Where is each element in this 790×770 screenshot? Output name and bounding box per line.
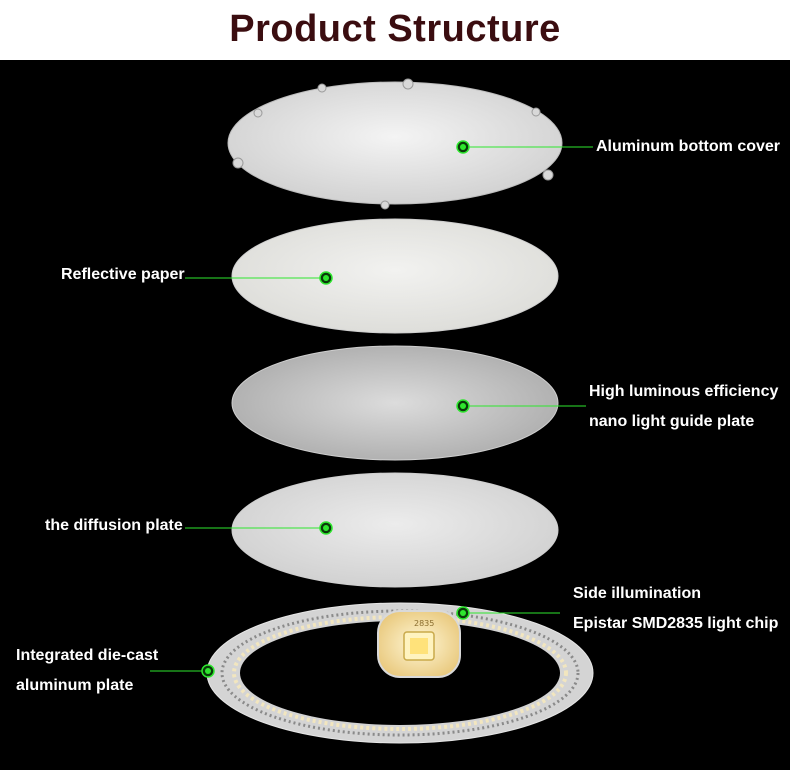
callout-dot-icon [456,606,470,620]
callout-dot-icon [319,271,333,285]
label-light-guide-line2: nano light guide plate [589,413,755,430]
label-die-cast-line2: aluminum plate [16,677,134,694]
label-die-cast-line1: Integrated die-cast [16,647,159,664]
page-title: Product Structure [229,8,561,50]
label-reflective-paper: Reflective paper [61,266,185,283]
callout-dot-icon [201,664,215,678]
label-light-guide-line1: High luminous efficiency [589,383,779,400]
label-aluminum-bottom-cover: Aluminum bottom cover [596,138,781,155]
callout-dot-icon [456,140,470,154]
mounting-tab-icons [232,78,554,210]
chip-marking: 2835 [414,619,434,628]
led-chip-closeup: 2835 [377,610,461,678]
callout-dot-icon [456,399,470,413]
callout-dots [201,140,470,678]
diffusion-plate-disc [231,472,559,588]
header-bar: Product Structure [0,0,790,60]
callout-dot-icon [319,521,333,535]
callout-lines [150,146,593,672]
reflective-paper-disc [231,218,559,334]
label-led-chip-line2: Epistar SMD2835 light chip [573,615,779,632]
light-guide-plate-disc [231,345,559,461]
label-diffusion-plate: the diffusion plate [45,517,183,534]
label-led-chip-line1: Side illumination [573,585,702,602]
aluminum-bottom-cover [227,78,563,210]
